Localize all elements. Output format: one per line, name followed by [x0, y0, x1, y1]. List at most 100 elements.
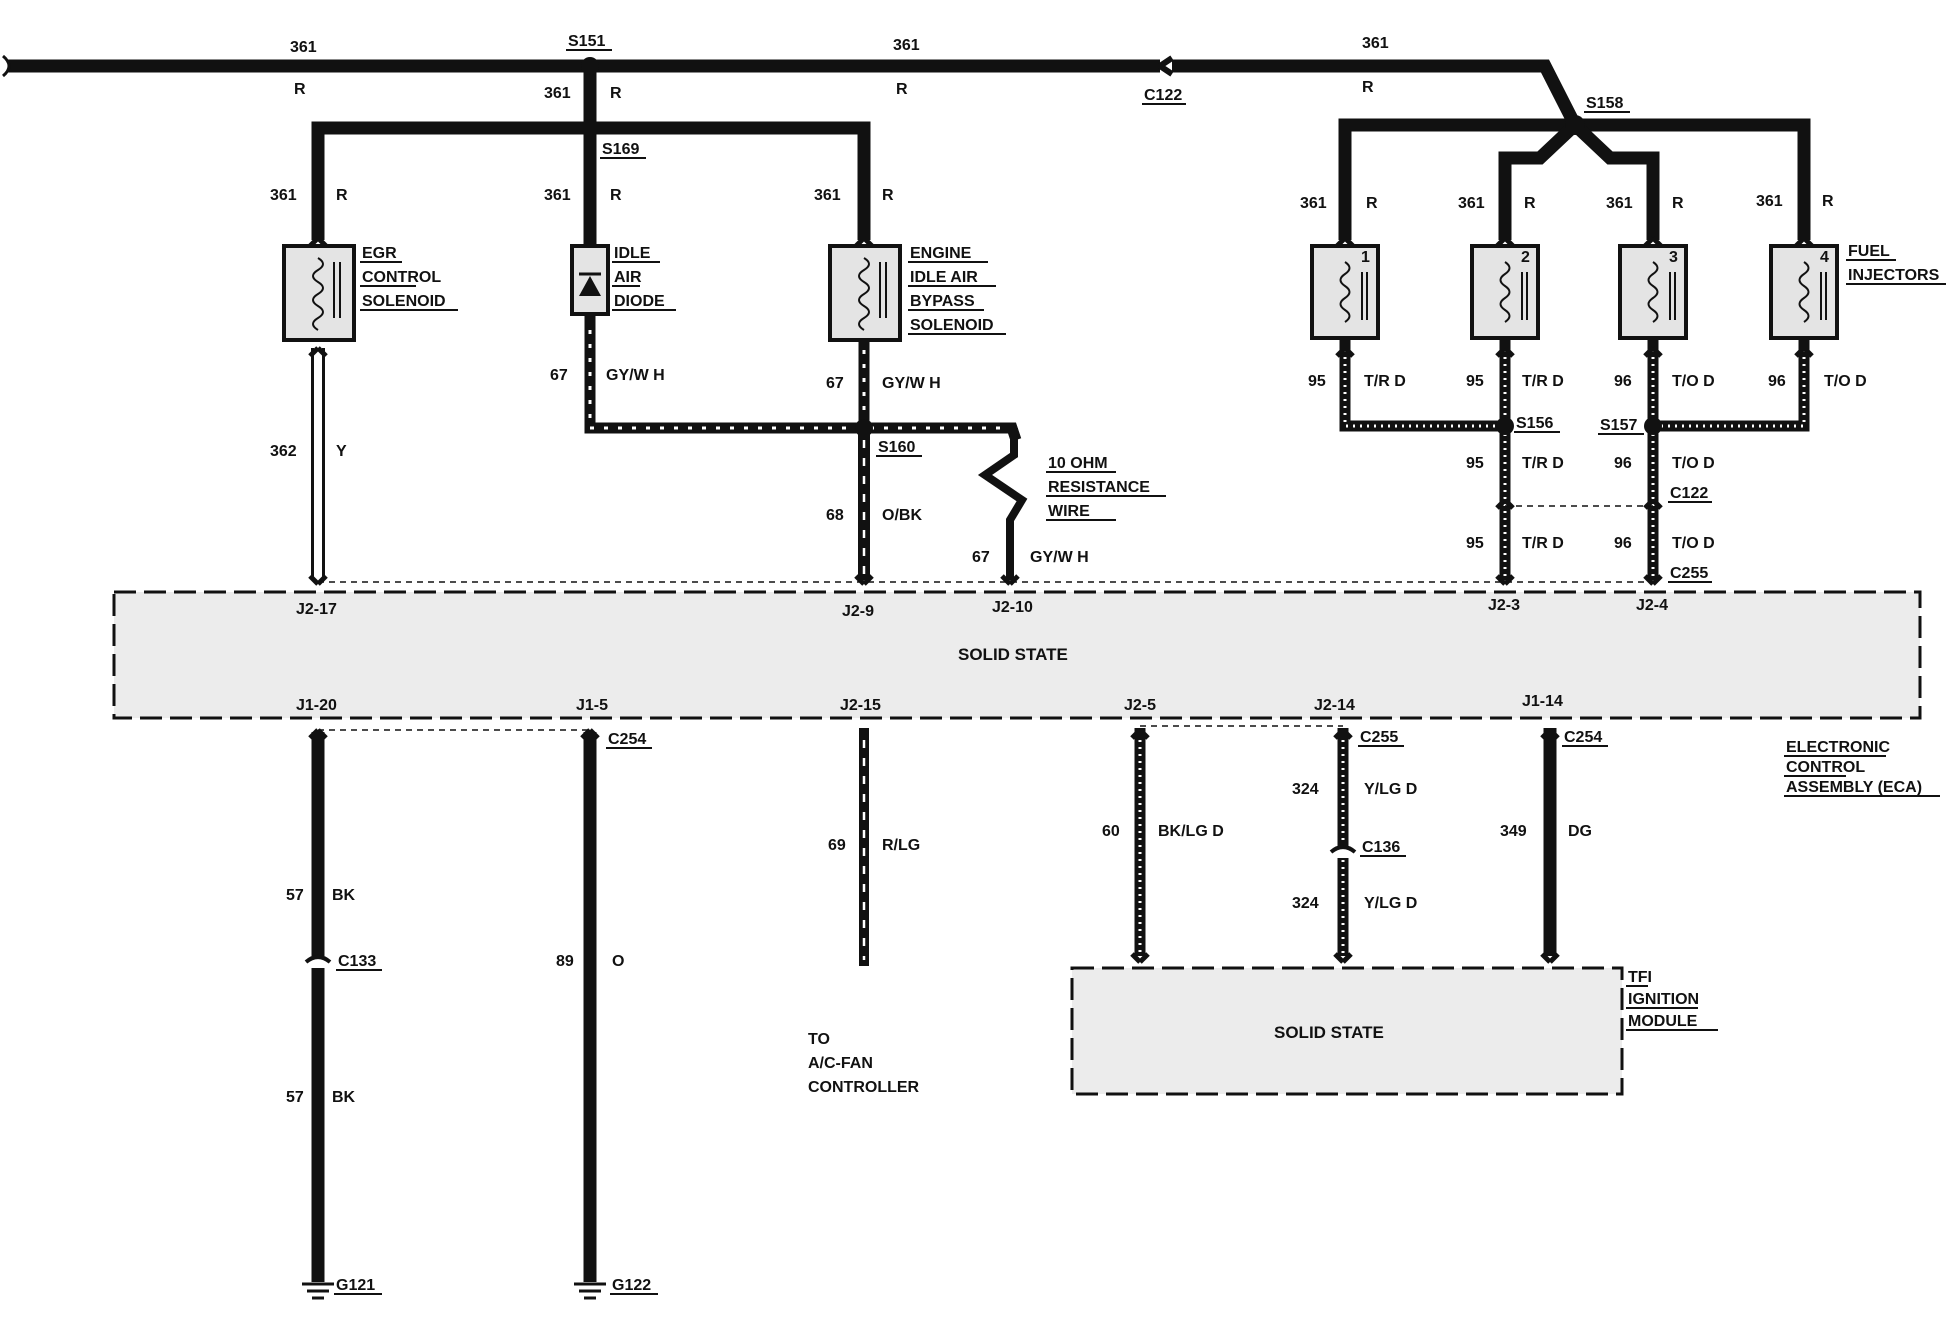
- inj3-wire-color: R: [1672, 195, 1684, 212]
- eca-label-1: ELECTRONIC: [1786, 739, 1890, 756]
- splice-s151: S151: [568, 33, 605, 50]
- diode-label-2: AIR: [614, 269, 642, 286]
- tfi-label-1: TFI: [1628, 969, 1652, 986]
- egr-wire-color: R: [336, 187, 348, 204]
- diode-label-3: DIODE: [614, 293, 665, 310]
- eca-label-underline: [1784, 755, 1940, 797]
- diode-label-underline: [612, 261, 676, 311]
- injectors-label-1: FUEL: [1848, 243, 1890, 260]
- egr-wire-number: 361: [270, 187, 297, 204]
- inj2-out-wire-number: 95: [1466, 373, 1484, 390]
- tfi-ignition-module: [1070, 966, 1624, 1096]
- s157-out-wire-color: T/O D: [1672, 455, 1715, 472]
- c133-wire-color: BK: [332, 1089, 356, 1106]
- top-wire-number-2: 361: [893, 37, 920, 54]
- inj1-out-wire-number: 95: [1308, 373, 1326, 390]
- s160-out-wire-number: 68: [826, 507, 844, 524]
- j2-14-wire-number: 324: [1292, 781, 1319, 798]
- resistance-wire-color: GY/W H: [1030, 549, 1089, 566]
- pin-j1-5: J1-5: [576, 697, 608, 714]
- pin-j2-4: J2-4: [1636, 597, 1668, 614]
- egr-label-2: CONTROL: [362, 269, 441, 286]
- eca-box-text: SOLID STATE: [958, 645, 1068, 664]
- connector-c255-bottom: C255: [1360, 729, 1398, 746]
- idle-air-diode: [570, 244, 610, 316]
- top-wire-color-2: R: [896, 81, 908, 98]
- diode-label-1: IDLE: [614, 245, 651, 262]
- s156-out-wire-color: T/R D: [1522, 455, 1564, 472]
- tfi-label-underline: [1626, 985, 1718, 1031]
- wire-89-o: [580, 728, 600, 1282]
- connector-c136: C136: [1362, 839, 1400, 856]
- bypass-label-underline: [908, 261, 1006, 335]
- inj4-out-wire-number: 96: [1768, 373, 1786, 390]
- egr-label-underline: [360, 261, 458, 311]
- egr-out-wire-color: Y: [336, 443, 347, 460]
- bypass-label-1: ENGINE: [910, 245, 972, 262]
- pin-j2-5: J2-5: [1124, 697, 1156, 714]
- wire-361-s158-branches: [1338, 115, 1811, 240]
- top-wire-color-1: R: [294, 81, 306, 98]
- egr-label-1: EGR: [362, 245, 397, 262]
- s151-wire-number: 361: [544, 85, 571, 102]
- wire-57-bk: [304, 728, 332, 1282]
- diode-out-wire-number: 67: [550, 367, 568, 384]
- injector-number-4: 4: [1820, 249, 1829, 266]
- resistance-label-1: 10 OHM: [1048, 455, 1108, 472]
- eca-label-2: CONTROL: [1786, 759, 1865, 776]
- diode-out-wire-color: GY/W H: [606, 367, 665, 384]
- splice-s158: S158: [1586, 95, 1623, 112]
- inj1-wire-color: R: [1366, 195, 1378, 212]
- pin-j2-14: J2-14: [1314, 697, 1355, 714]
- ac-fan-label-1: TO: [808, 1031, 830, 1048]
- wire-362-y: [308, 346, 328, 586]
- inj3-out-wire-color: T/O D: [1672, 373, 1715, 390]
- injector-number-3: 3: [1669, 249, 1678, 266]
- c122-out-wire-95: 95: [1466, 535, 1484, 552]
- s160-out-wire-color: O/BK: [882, 507, 922, 524]
- bypass-wire-color: R: [882, 187, 894, 204]
- ground-g122-symbol: [574, 1282, 606, 1300]
- pin-j2-3: J2-3: [1488, 597, 1520, 614]
- inj1-wire-number: 361: [1300, 195, 1327, 212]
- c136-wire-color: Y/LG D: [1364, 895, 1417, 912]
- j1-5-wire-number: 89: [556, 953, 574, 970]
- egr-out-wire-number: 362: [270, 443, 297, 460]
- inj4-wire-number: 361: [1756, 193, 1783, 210]
- connector-c255-top: C255: [1670, 565, 1708, 582]
- j1-14-wire-number: 349: [1500, 823, 1527, 840]
- fuel-injector-4: [1769, 236, 1839, 340]
- splice-s169: S169: [602, 141, 639, 158]
- injector-number-2: 2: [1521, 249, 1530, 266]
- connector-c122-right: C122: [1670, 485, 1708, 502]
- s156-out-wire-number: 95: [1466, 455, 1484, 472]
- tfi-label-3: MODULE: [1628, 1013, 1698, 1030]
- diode-wire-number: 361: [544, 187, 571, 204]
- wire-361-main-feed: [1, 54, 1581, 128]
- injector-number-1: 1: [1361, 249, 1370, 266]
- c133-wire-number: 57: [286, 1089, 304, 1106]
- pin-j2-9: J2-9: [842, 603, 874, 620]
- resistance-label-underline: [1046, 471, 1166, 521]
- fuel-injector-2: [1470, 236, 1540, 340]
- j2-15-wire-number: 69: [828, 837, 846, 854]
- wire-349-dg: [1540, 728, 1560, 964]
- c122-out-wire-96: 96: [1614, 535, 1632, 552]
- c122-out-wire-96-color: T/O D: [1672, 535, 1715, 552]
- top-wire-number-1: 361: [290, 39, 317, 56]
- splice-s157: S157: [1600, 417, 1637, 434]
- j2-14-wire-color: Y/LG D: [1364, 781, 1417, 798]
- j1-5-wire-color: O: [612, 953, 624, 970]
- resistance-label-3: WIRE: [1048, 503, 1090, 520]
- wire-68-obk: [854, 428, 874, 586]
- ground-g121-symbol: [302, 1282, 334, 1300]
- bypass-wire-number: 361: [814, 187, 841, 204]
- bypass-label-4: SOLENOID: [910, 317, 994, 334]
- j2-15-wire-color: R/LG: [882, 837, 920, 854]
- tfi-label-2: IGNITION: [1628, 991, 1699, 1008]
- pin-j1-20: J1-20: [296, 697, 337, 714]
- diode-wire-color: R: [610, 187, 622, 204]
- connector-c254-left: C254: [608, 731, 646, 748]
- pin-j1-14: J1-14: [1522, 693, 1563, 710]
